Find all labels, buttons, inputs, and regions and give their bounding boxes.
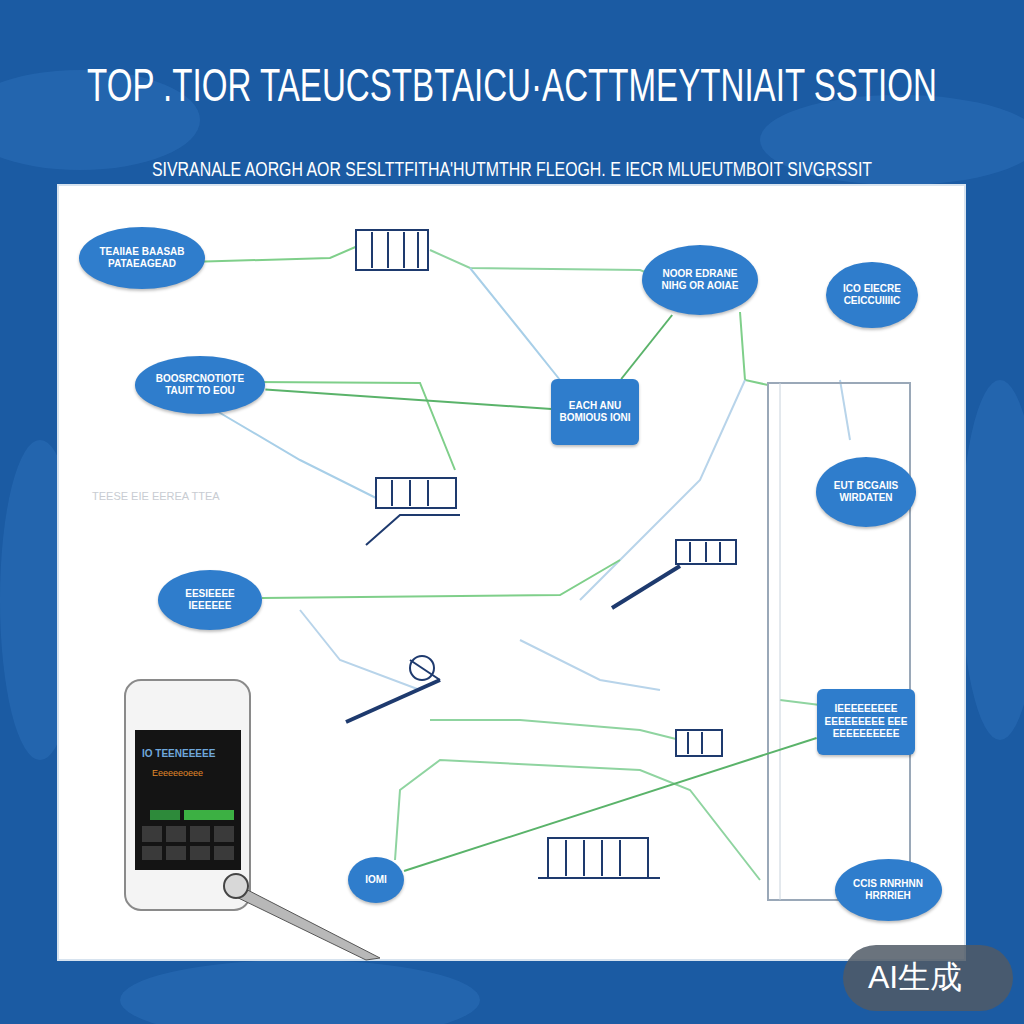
node-text: PATAEAGEAD xyxy=(108,258,176,271)
node-text: CEICCUIIIIC xyxy=(844,295,901,308)
machine-icon xyxy=(538,838,660,878)
node-text: IOMI xyxy=(365,874,387,887)
node-text: ICO EIECRE xyxy=(843,283,901,296)
flow-lines xyxy=(85,245,850,900)
smartphone xyxy=(125,680,250,910)
subtitle: SIVRANALE AORGH AOR SESLTTFITHA'HUTMTHR … xyxy=(152,158,872,181)
title: TOP .TIOR TAEUCSTBTAICU·ACTTMEYTNIAIT SS… xyxy=(87,58,937,112)
machine-icon xyxy=(366,478,460,545)
node-text: HRRRIEH xyxy=(865,890,911,903)
node-text: EEEEEEEEEE xyxy=(833,728,900,741)
node-text: IEEEEEE xyxy=(189,600,232,613)
blob-callout: NOOR EDRANENIHG OR AOIAE xyxy=(642,245,758,315)
machine-icon xyxy=(612,540,736,608)
node-text: IEEEEEEEEE xyxy=(835,703,898,716)
node-text: CCIS RNRHNN xyxy=(853,878,923,891)
machine-icon xyxy=(676,730,722,756)
white-panel xyxy=(58,185,965,960)
phone-header: IO TEENEEEEE xyxy=(142,748,215,759)
node-text: NIHG OR AOIAE xyxy=(662,280,739,293)
node-text: EUT BCGAIIS xyxy=(834,480,898,493)
blob-callout: TEAIIAE BAASABPATAEAGEAD xyxy=(79,227,206,289)
node-text: TAUIT TO EOU xyxy=(165,385,235,398)
node-text: EESIEEEE xyxy=(185,588,234,601)
blob-callout: CCIS RNRHNNHRRRIEH xyxy=(835,859,942,921)
info-box: EACH ANUBOMIOUS IONI xyxy=(551,379,638,445)
phone-subtext: Eeeeeeoeee xyxy=(152,768,203,778)
node-text: BOOSRCNOTIOTE xyxy=(156,373,244,386)
node-text: EACH ANU xyxy=(569,400,621,413)
robot-arm-icon xyxy=(346,656,440,722)
node-text: WIRDATEN xyxy=(839,492,892,505)
machine-icon xyxy=(356,230,428,270)
blob-callout: ICO EIECRECEICCUIIIIC xyxy=(826,262,917,328)
blob-callout: IOMI xyxy=(348,857,404,903)
connector xyxy=(404,738,817,871)
blob-callout: BOOSRCNOTIOTETAUIT TO EOU xyxy=(135,356,266,414)
node-text: NOOR EDRANE xyxy=(662,268,737,281)
node-text: EEEEEEEEE EEE xyxy=(825,716,908,729)
faint-note: TEESE EIE EEREA TTEA xyxy=(92,490,220,502)
ai-badge-text: AI生成 xyxy=(868,956,962,1000)
connector xyxy=(621,315,672,379)
connector xyxy=(265,389,551,409)
blob-callout: EUT BCGAIISWIRDATEN xyxy=(816,457,916,527)
node-text: TEAIIAE BAASAB xyxy=(99,246,184,259)
node-text: BOMIOUS IONI xyxy=(559,412,630,425)
badge xyxy=(843,945,1013,1011)
blob-callout: EESIEEEEIEEEEEE xyxy=(158,570,262,630)
background-texture xyxy=(0,70,1024,1024)
info-box: IEEEEEEEEEEEEEEEEEE EEEEEEEEEEEEE xyxy=(817,689,916,755)
